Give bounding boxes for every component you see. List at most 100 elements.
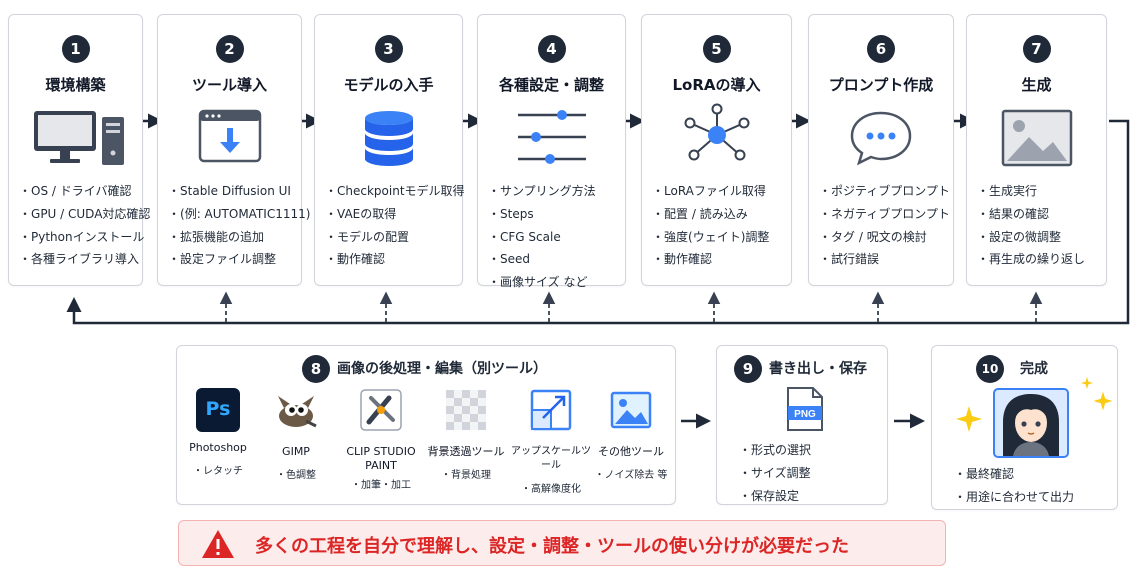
list-item: Seed — [488, 248, 596, 271]
step-card-5: 5 LoRAの導入 LoRAファイル取得 配置 / 読み込み 強度(ウェイト)調… — [641, 14, 792, 286]
list-item: 用途に合わせて出力 — [954, 486, 1074, 509]
database-icon — [364, 111, 413, 166]
step-number: 10 — [976, 355, 1004, 383]
tool-gimp: GIMP ・色調整 — [255, 388, 337, 481]
step-card-3: 3 モデルの入手 Checkpointモデル取得 VAEの取得 モデルの配置 動… — [314, 14, 465, 286]
step-title: ツール導入 — [191, 76, 267, 94]
photoshop-icon: Ps — [196, 388, 240, 432]
tool-transparent-background: 背景透過ツール ・背景処理 — [425, 388, 507, 481]
png-label: PNG — [794, 409, 816, 420]
tool-name: その他ツール — [598, 445, 664, 458]
tool-desc: レタッチ — [203, 466, 243, 477]
network-icon — [684, 103, 749, 161]
step-items: ポジティブプロンプト ネガティブプロンプト タグ / 呪文の検討 試行錯誤 — [819, 180, 950, 271]
step-number: 5 — [702, 35, 731, 63]
step-items: LoRAファイル取得 配置 / 読み込み 強度(ウェイト)調整 動作確認 — [652, 180, 769, 271]
tool-name: Photoshop — [189, 441, 247, 454]
tool-clip-studio: CLIP STUDIO PAINT ・加筆・加工 — [340, 388, 422, 491]
step-number: 2 — [215, 35, 244, 63]
list-item: 最終確認 — [954, 463, 1074, 486]
step-number: 4 — [537, 35, 566, 63]
sparkle-icon — [1093, 391, 1113, 411]
computer-icon — [33, 111, 124, 165]
list-item: 設定ファイル調整 — [168, 248, 310, 271]
step-title: 書き出し・保存 — [769, 361, 867, 377]
step-number: 6 — [867, 35, 895, 63]
list-item: Checkpointモデル取得 — [325, 180, 465, 203]
download-window-icon — [198, 109, 261, 163]
step-items: 最終確認 用途に合わせて出力 — [954, 463, 1074, 509]
warning-icon — [202, 530, 234, 558]
image-icon — [1001, 109, 1072, 167]
sparkle-icon — [1080, 376, 1094, 390]
loop-back-line — [66, 119, 1130, 325]
tool-desc: ノイズ除去 等 — [604, 470, 668, 481]
step-card-4: 4 各種設定・調整 サンプリング方法 Steps CFG Scale Seed … — [477, 14, 626, 289]
tool-desc: 背景処理 — [451, 470, 491, 481]
list-item: Steps — [488, 203, 596, 226]
step-items: Stable Diffusion UI (例: AUTOMATIC1111) 拡… — [168, 180, 310, 271]
tool-name: 背景透過ツール — [427, 445, 505, 458]
list-item: LoRAファイル取得 — [652, 180, 769, 203]
list-item: GPU / CUDA対応確認 — [19, 203, 150, 226]
list-item: Stable Diffusion UI — [168, 180, 310, 203]
list-item: 動作確認 — [325, 248, 465, 271]
tool-desc: 加筆・加工 — [361, 480, 411, 491]
list-item: 各種ライブラリ導入 — [19, 248, 150, 271]
list-item: 強度(ウェイト)調整 — [652, 226, 769, 249]
clip-studio-icon — [360, 389, 402, 431]
list-item: 再生成の繰り返し — [977, 248, 1085, 271]
list-item: 形式の選択 — [739, 439, 811, 462]
tool-name: GIMP — [282, 445, 310, 458]
step-card-7: 7 生成 生成実行 結果の確認 設定の微調整 再生成の繰り返し — [966, 14, 1107, 286]
step-title: プロンプト作成 — [828, 76, 934, 94]
image-icon — [610, 391, 652, 429]
step-number: 9 — [734, 355, 762, 383]
list-item: OS / ドライバ確認 — [19, 180, 150, 203]
tool-desc: 高解像度化 — [531, 484, 581, 495]
warning-banner: 多くの工程を自分で理解し、設定・調整・ツールの使い分けが必要だった — [178, 520, 946, 566]
anime-portrait-icon — [993, 388, 1069, 458]
sparkle-icon — [956, 406, 982, 432]
list-item: 拡張機能の追加 — [168, 226, 310, 249]
list-item: 試行錯誤 — [819, 248, 950, 271]
step-number: 8 — [302, 355, 330, 383]
chat-bubble-icon — [850, 111, 912, 166]
step-title: 画像の後処理・編集（別ツール） — [337, 361, 547, 377]
step-number: 7 — [1022, 35, 1051, 63]
list-item: タグ / 呪文の検討 — [819, 226, 950, 249]
tool-upscale: アップスケールツール ・高解像度化 — [508, 388, 594, 495]
step-items: 形式の選択 サイズ調整 保存設定 — [739, 439, 811, 507]
sliders-icon — [517, 110, 586, 164]
step-card-1: 1 環境構築 OS / ドライバ確認 GPU / CUDA対応確認 Python… — [8, 14, 150, 286]
post-processing-card: 8 画像の後処理・編集（別ツール） — [176, 345, 676, 505]
list-item: (例: AUTOMATIC1111) — [168, 203, 310, 226]
step-title: モデルの入手 — [343, 76, 434, 94]
list-item: 設定の微調整 — [977, 226, 1085, 249]
step-title: 生成 — [1021, 76, 1052, 94]
tool-photoshop: Ps Photoshop ・レタッチ — [177, 388, 259, 477]
step-card-2: 2 ツール導入 Stable Diffusion UI (例: AUTOMATI… — [157, 14, 310, 286]
step-items: Checkpointモデル取得 VAEの取得 モデルの配置 動作確認 — [325, 180, 465, 271]
list-item: 配置 / 読み込み — [652, 203, 769, 226]
step-items: 生成実行 結果の確認 設定の微調整 再生成の繰り返し — [977, 180, 1085, 271]
gimp-icon — [278, 396, 317, 428]
list-item: Pythonインストール — [19, 226, 150, 249]
step-title: 完成 — [1020, 361, 1048, 377]
list-item: モデルの配置 — [325, 226, 465, 249]
list-item: サンプリング方法 — [488, 180, 596, 203]
list-item: 画像サイズ など — [488, 271, 596, 294]
step-title: LoRAの導入 — [672, 76, 761, 94]
step-items: サンプリング方法 Steps CFG Scale Seed 画像サイズ など — [488, 180, 596, 294]
upscale-icon — [530, 389, 572, 431]
tool-name: CLIP STUDIO PAINT — [346, 445, 416, 472]
list-item: 動作確認 — [652, 248, 769, 271]
tool-other: その他ツール ・ノイズ除去 等 — [590, 388, 672, 481]
png-file-icon: PNG — [787, 387, 823, 431]
step-title: 環境構築 — [45, 76, 106, 94]
step-number: 3 — [374, 35, 403, 63]
tool-name: アップスケールツール — [511, 446, 591, 471]
warning-text: 多くの工程を自分で理解し、設定・調整・ツールの使い分けが必要だった — [255, 536, 849, 557]
step-title: 各種設定・調整 — [498, 76, 604, 94]
list-item: ネガティブプロンプト — [819, 203, 950, 226]
